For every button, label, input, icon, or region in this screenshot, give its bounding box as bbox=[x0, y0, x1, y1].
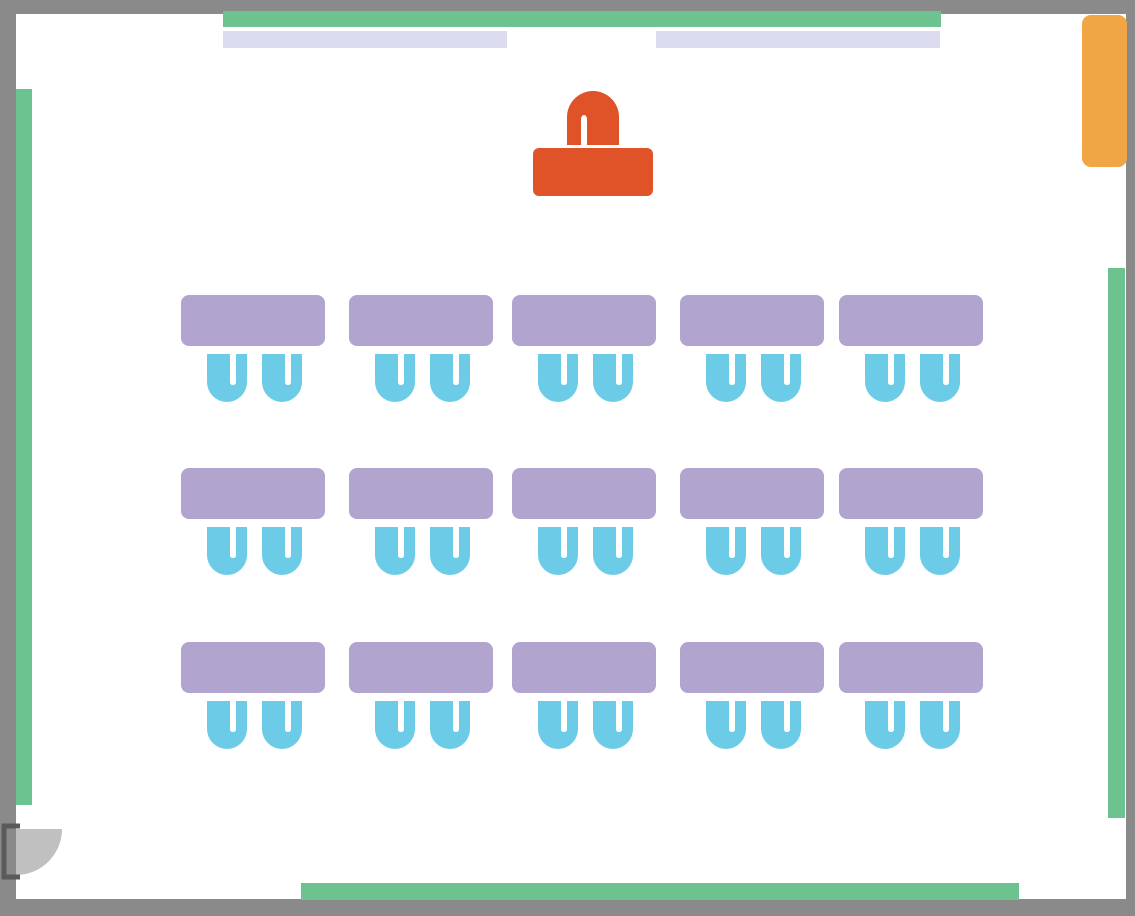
student-chair bbox=[375, 527, 415, 575]
door-swing[interactable] bbox=[16, 829, 62, 875]
student-chair bbox=[761, 527, 801, 575]
desk-group bbox=[839, 642, 983, 749]
desk-group bbox=[512, 642, 656, 749]
door-frame bbox=[1, 823, 20, 880]
student-chair bbox=[593, 701, 633, 749]
student-chair bbox=[761, 354, 801, 402]
student-desk bbox=[349, 468, 493, 519]
desk-group bbox=[181, 295, 325, 402]
student-desks bbox=[181, 295, 983, 749]
student-chair bbox=[430, 354, 470, 402]
teacher-station bbox=[533, 91, 653, 196]
student-desk bbox=[181, 642, 325, 693]
storage-cabinet bbox=[1082, 15, 1127, 167]
student-desk bbox=[181, 468, 325, 519]
student-desk bbox=[512, 468, 656, 519]
desk-group bbox=[680, 468, 824, 575]
desk-group bbox=[839, 468, 983, 575]
teacher-chair bbox=[567, 91, 619, 145]
student-desk bbox=[680, 468, 824, 519]
student-desk bbox=[349, 295, 493, 346]
student-chair bbox=[538, 354, 578, 402]
student-chair bbox=[593, 527, 633, 575]
student-chair bbox=[593, 354, 633, 402]
desk-group bbox=[512, 468, 656, 575]
student-desk bbox=[512, 295, 656, 346]
desk-group bbox=[839, 295, 983, 402]
door[interactable] bbox=[1, 823, 62, 880]
desk-group bbox=[349, 642, 493, 749]
student-chair bbox=[706, 354, 746, 402]
student-chair bbox=[865, 354, 905, 402]
bottom-wall-board bbox=[301, 883, 1019, 900]
student-chair bbox=[706, 701, 746, 749]
student-chair bbox=[920, 701, 960, 749]
student-desk bbox=[839, 642, 983, 693]
student-chair bbox=[430, 527, 470, 575]
student-chair bbox=[207, 701, 247, 749]
desk-group bbox=[349, 468, 493, 575]
student-desk bbox=[839, 295, 983, 346]
student-desk bbox=[680, 295, 824, 346]
student-chair bbox=[865, 527, 905, 575]
desk-group bbox=[512, 295, 656, 402]
student-chair bbox=[538, 527, 578, 575]
desk-group bbox=[181, 468, 325, 575]
desk-group bbox=[181, 642, 325, 749]
teacher-desk bbox=[533, 148, 653, 196]
student-chair bbox=[706, 527, 746, 575]
student-desk bbox=[181, 295, 325, 346]
desk-group bbox=[349, 295, 493, 402]
student-chair bbox=[430, 701, 470, 749]
left-wall-board bbox=[16, 89, 32, 805]
right-wall-board bbox=[1108, 268, 1125, 818]
desk-group bbox=[680, 642, 824, 749]
student-chair bbox=[207, 354, 247, 402]
student-chair bbox=[920, 527, 960, 575]
projector-screen-right bbox=[656, 31, 940, 48]
student-chair bbox=[375, 354, 415, 402]
student-chair bbox=[538, 701, 578, 749]
projector-screen-left bbox=[223, 31, 507, 48]
student-desk bbox=[512, 642, 656, 693]
student-desk bbox=[680, 642, 824, 693]
desk-group bbox=[680, 295, 824, 402]
student-chair bbox=[262, 354, 302, 402]
student-desk bbox=[839, 468, 983, 519]
student-chair bbox=[207, 527, 247, 575]
student-desk bbox=[349, 642, 493, 693]
student-chair bbox=[262, 701, 302, 749]
student-chair bbox=[375, 701, 415, 749]
student-chair bbox=[262, 527, 302, 575]
student-chair bbox=[920, 354, 960, 402]
floor bbox=[16, 14, 1126, 899]
student-chair bbox=[865, 701, 905, 749]
student-chair bbox=[761, 701, 801, 749]
front-whiteboard bbox=[223, 11, 941, 27]
